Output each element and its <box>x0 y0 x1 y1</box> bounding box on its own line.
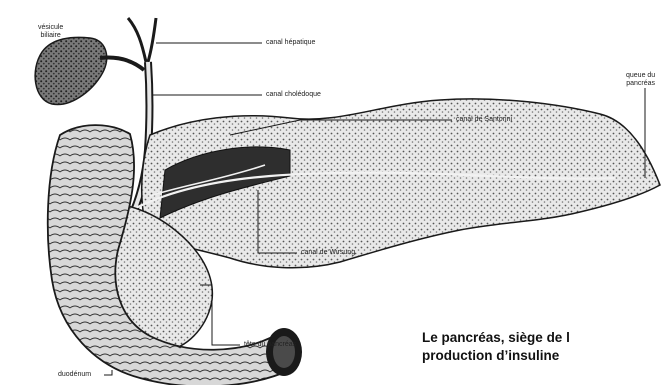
caption-line1: Le pancréas, siège de l <box>422 329 668 347</box>
label-duodenum: duodénum <box>58 371 91 379</box>
label-canal-choledoque: canal cholédoque <box>266 91 321 99</box>
label-canal-santorini: canal de Santorini <box>456 116 512 124</box>
label-queue-line2: pancréas <box>626 80 655 87</box>
label-queue-line1: queue du <box>626 72 655 79</box>
pancreas-body <box>132 99 660 268</box>
label-canal-wirsung: canal de Wirsung <box>301 249 355 257</box>
label-canal-hepatique: canal hépatique <box>266 39 315 47</box>
figure-caption: Le pancréas, siège de l production d’ins… <box>422 329 668 365</box>
gallbladder <box>35 37 144 104</box>
label-vesicule-biliaire: vésicule biliaire <box>38 24 63 40</box>
caption-line2: production d’insuline <box>422 347 668 365</box>
label-vesicule-line1: vésicule <box>38 24 63 31</box>
label-vesicule-line2: biliaire <box>41 32 61 39</box>
label-tete-pancreas: tête du pancréas <box>244 341 296 349</box>
label-queue-pancreas: queue du pancréas <box>626 72 655 88</box>
